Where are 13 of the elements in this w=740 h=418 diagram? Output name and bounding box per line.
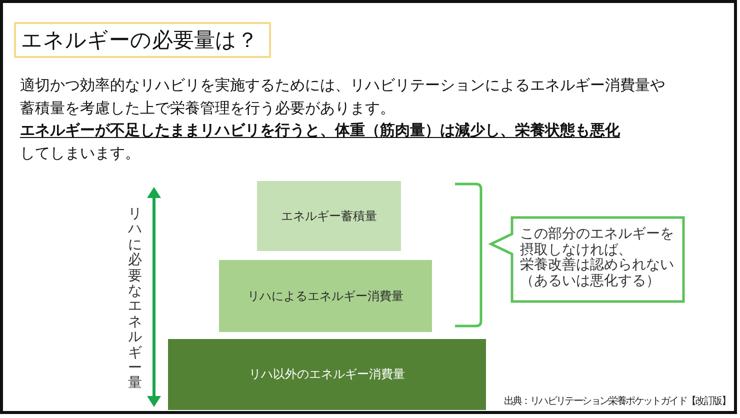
pyramid-tier (168, 339, 486, 410)
tier-label: エネルギー蓄積量 (281, 208, 377, 224)
tier-label: リハによるエネルギー消費量 (248, 288, 404, 304)
vertical-label: リハに必要なエネルギー量 (128, 207, 142, 392)
source-note: 出典：リハビリテーション栄養ポケットガイド【改訂版】 (504, 395, 730, 408)
tier-label: リハ以外のエネルギー消費量 (249, 367, 405, 382)
callout-text: この部分のエネルギーを摂取しなければ、栄養改善は認められない（あるいは悪化する） (520, 227, 675, 290)
slide-title: エネルギーの必要量は？ (14, 22, 271, 58)
body-text: 適切かつ効率的なリハビリを実施するためには、リハビリテーションによるエネルギー消費量や蓄積量を考慮した上で栄養管理を行う必要があります。 (20, 75, 666, 118)
pyramid-tier (219, 260, 432, 332)
body-text: エネルギーが不足したままリハビリを行うと、体重（筋肉量）は減少し、栄養状態も悪化してしまいます。 (20, 120, 621, 164)
speech-bubble (488, 216, 685, 303)
pyramid-tier (257, 181, 401, 251)
